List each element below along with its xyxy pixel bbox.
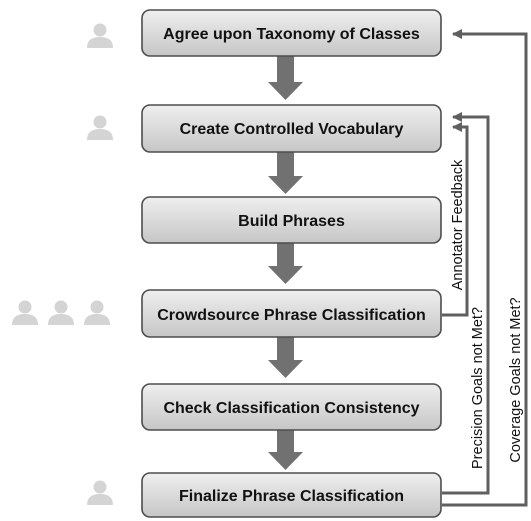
step-label: Agree upon Taxonomy of Classes (163, 26, 420, 43)
person-icon (48, 300, 74, 325)
step-box (141, 472, 442, 518)
down-arrow (268, 152, 303, 194)
person-icon (87, 480, 113, 505)
precision-goals-connector (442, 112, 490, 495)
down-arrow (268, 243, 303, 284)
coverage-goals-connector (442, 29, 528, 507)
person-icon (12, 300, 38, 325)
step-label: Crowdsource Phrase Classification (157, 307, 426, 324)
step-box (141, 196, 442, 244)
person-icon (84, 300, 110, 325)
step-label: Create Controlled Vocabulary (180, 121, 404, 138)
step-crowdsource-classification: Crowdsource Phrase Classification (141, 289, 442, 338)
annotator-feedback-label: Annotator Feedback (450, 159, 466, 290)
down-arrow (268, 337, 303, 378)
step-label: Finalize Phrase Classification (179, 488, 404, 505)
step-finalize-classification: Finalize Phrase Classification (141, 472, 442, 518)
step-box (141, 383, 442, 431)
step-label: Build Phrases (238, 213, 345, 230)
annotator-feedback-connector (442, 122, 469, 317)
down-arrow (268, 56, 303, 100)
step-check-consistency: Check Classification Consistency (141, 383, 442, 431)
person-icon (87, 23, 113, 48)
down-arrow (268, 430, 303, 470)
step-box (141, 9, 442, 57)
step-box (141, 289, 442, 338)
step-label: Check Classification Consistency (163, 400, 419, 417)
step-agree-taxonomy: Agree upon Taxonomy of Classes (141, 9, 442, 57)
person-icon (87, 115, 113, 140)
precision-goals-label: Precision Goals not Met? (470, 307, 486, 469)
step-build-phrases: Build Phrases (141, 196, 442, 244)
coverage-goals-label: Coverage Goals not Met? (508, 297, 524, 462)
step-box (141, 104, 442, 153)
step-create-vocabulary: Create Controlled Vocabulary (141, 104, 442, 153)
